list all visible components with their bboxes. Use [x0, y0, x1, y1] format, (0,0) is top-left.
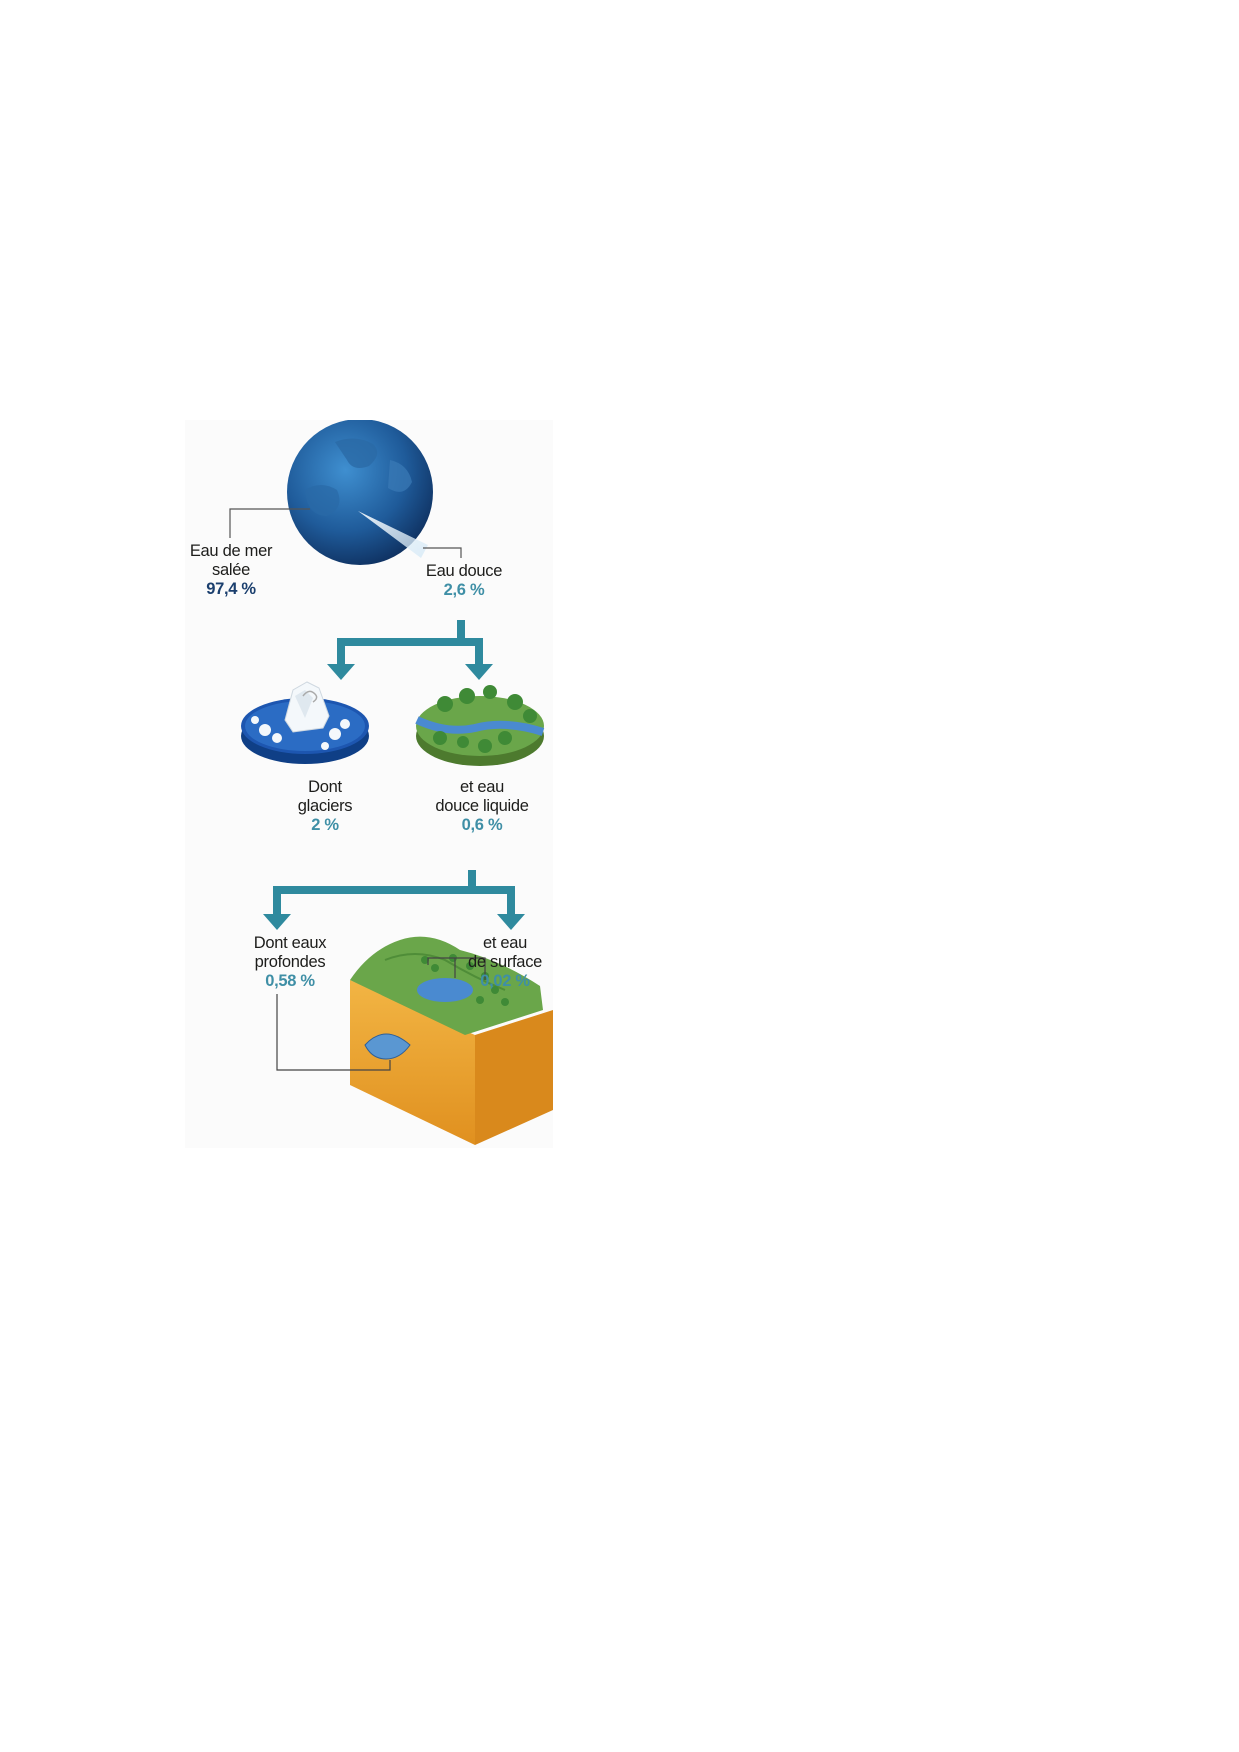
liquid-percent: 0,6 %	[461, 816, 503, 834]
surface-line1: et eau	[482, 934, 528, 952]
deep-water-label: Dont eaux profondes 0,58 %	[240, 934, 340, 991]
glaciers-line2: glaciers	[297, 797, 353, 815]
surface-percent: 0,02 %	[480, 972, 530, 990]
glaciers-percent: 2 %	[311, 816, 339, 834]
liquid-line2: douce liquide	[435, 797, 529, 815]
liquid-fresh-water-label: et eau douce liquide 0,6 %	[421, 778, 543, 835]
earth-globe-icon	[287, 420, 433, 565]
glaciers-label: Dont glaciers 2 %	[285, 778, 365, 835]
fresh-water-label: Eau douce 2,6 %	[419, 562, 509, 600]
glacier-disc-icon	[241, 681, 369, 764]
liquid-line1: et eau	[459, 778, 505, 796]
forest-river-disc-icon	[415, 685, 545, 766]
sea-water-label: Eau de mer salée 97,4 %	[185, 542, 277, 599]
glaciers-line1: Dont	[308, 778, 342, 796]
sea-water-line1: Eau de mer	[189, 542, 273, 560]
deep-line2: profondes	[254, 953, 326, 971]
split-arrow-1	[327, 620, 493, 680]
sea-water-percent: 97,4 %	[206, 580, 256, 598]
fresh-leader-line	[423, 547, 462, 558]
fresh-water-wedge	[358, 511, 428, 558]
split-arrow-2	[263, 870, 525, 930]
deep-line1: Dont eaux	[253, 934, 327, 952]
water-distribution-diagram: Eau de mer salée 97,4 % Eau douce 2,6 % …	[185, 420, 553, 1148]
fresh-water-percent: 2,6 %	[443, 581, 485, 599]
fresh-water-line1: Eau douce	[425, 562, 503, 580]
surface-leader-line-b	[427, 957, 486, 980]
surface-water-label: et eau de surface 0,02 %	[457, 934, 553, 991]
deep-percent: 0,58 %	[265, 972, 315, 990]
surface-line2: de surface	[467, 953, 543, 971]
deep-leader-line	[276, 994, 391, 1071]
sea-leader-line	[229, 508, 310, 538]
soil-block-icon	[350, 936, 553, 1145]
sea-water-line2: salée	[212, 561, 250, 579]
diagram-graphics	[229, 420, 553, 1145]
